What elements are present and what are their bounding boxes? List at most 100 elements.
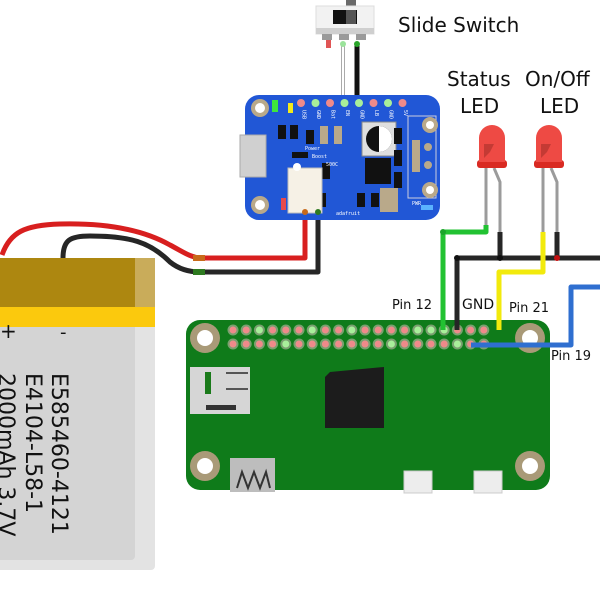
pi-gpio-header	[227, 324, 490, 350]
gpio-pin-pad	[321, 326, 329, 334]
gpio-pin-pad	[242, 326, 250, 334]
gpio-pin-pad	[401, 326, 409, 334]
boost-led-chrg	[288, 103, 293, 113]
battery-top	[0, 258, 135, 308]
boost-led-low	[281, 198, 286, 210]
gpio-pin-pad	[229, 340, 237, 348]
boost-label-model: 500C	[326, 162, 338, 168]
gpio-pin-pad	[321, 340, 329, 348]
battery-label-line3: 2000mAh 3.7V	[0, 373, 18, 536]
status-led-leg-cathode	[492, 167, 502, 232]
battery-band	[0, 307, 155, 327]
boost-header-pin	[398, 99, 407, 107]
wire-blue-pin19	[471, 284, 600, 348]
switch-knob	[346, 10, 356, 24]
boost-pin-label: USB	[301, 110, 307, 119]
switch-leg-1	[326, 40, 331, 48]
wire-battery-red	[0, 210, 308, 261]
boost-pwr-label: PWR	[412, 201, 422, 207]
pi-soc-chip	[325, 367, 384, 428]
slide-switch[interactable]	[315, 0, 375, 48]
switch-pin-2	[339, 34, 349, 40]
battery-label-line2: E4104-L58-1	[20, 373, 45, 513]
switch-base	[316, 28, 374, 34]
onoff-led: On/Off LED	[525, 67, 591, 232]
gpio-pin-pad	[229, 326, 237, 334]
gpio-pin-pad	[348, 340, 356, 348]
boost-header-pin	[384, 99, 392, 107]
onoff-led-label-line1: On/Off	[525, 67, 591, 91]
gpio-pin-pad	[361, 326, 369, 334]
wire-battery-black	[60, 210, 321, 275]
status-led-label-line2: LED	[460, 94, 499, 118]
gpio-pin-pad	[467, 326, 475, 334]
gpio-pin-pad	[242, 340, 250, 348]
boost-brand: adafruit	[336, 211, 360, 217]
status-led: Status LED	[447, 67, 511, 232]
boost-pin-label: GND	[359, 110, 365, 119]
gpio-pin-pad	[401, 340, 409, 348]
boost-pin-label: Bat	[330, 110, 336, 119]
boost-header-pin	[369, 99, 378, 107]
switch-pin-3	[356, 34, 366, 40]
gpio-pin-pad	[269, 326, 277, 334]
gpio-pin-pad	[374, 326, 382, 334]
battery-minus: -	[60, 322, 67, 343]
gpio-pin-pad	[255, 340, 263, 348]
gpio-pin-pad	[295, 326, 303, 334]
battery-plus: +	[0, 319, 17, 343]
gpio-pin-pad	[387, 340, 395, 348]
label-pin21: Pin 21	[509, 301, 549, 316]
switch-pin-dot	[340, 41, 346, 47]
gpio-pin-pad	[427, 326, 435, 334]
battery-body	[0, 258, 135, 560]
boost-header-pins: USB GND Bat EN GND LB GND 5V	[297, 99, 408, 119]
boost-pin-label: EN	[344, 110, 350, 116]
boost-usb-port	[239, 134, 267, 178]
gpio-pin-pad	[427, 340, 435, 348]
gpio-pin-pad	[282, 326, 290, 334]
pi-micro-usb-power	[473, 470, 503, 494]
battery-label-line1: E585460-4121	[46, 373, 71, 535]
onoff-led-leg-cathode	[549, 167, 559, 232]
boost-pin-label: GND	[388, 110, 394, 119]
label-pin12: Pin 12	[392, 298, 432, 313]
onoff-led-lens	[536, 125, 562, 162]
boost-pin-label: 5V	[402, 110, 408, 116]
pi-micro-usb-data	[403, 470, 433, 494]
boost-pin-label: GND	[315, 110, 321, 119]
gpio-pin-pad	[335, 326, 343, 334]
boost-jst-connector	[287, 167, 323, 214]
status-led-lens	[479, 125, 505, 162]
boost-led-green	[272, 100, 278, 112]
status-led-label-line1: Status	[447, 67, 511, 91]
lipo-battery: + - E585460-4121 E4104-L58-1 2000mAh 3.7…	[0, 258, 155, 570]
boost-header-pin	[326, 99, 334, 107]
gpio-pin-pad	[374, 340, 382, 348]
gpio-pin-pad	[414, 326, 422, 334]
gpio-pin-pad	[308, 326, 316, 334]
boost-header-pin	[297, 99, 305, 107]
gpio-pin-pad	[348, 326, 356, 334]
wire-yellow-pin21	[496, 232, 546, 330]
boost-ic	[365, 158, 391, 184]
gpio-pin-pad	[282, 340, 290, 348]
switch-pin-dot	[354, 41, 360, 47]
gpio-pin-pad	[414, 340, 422, 348]
boost-header-pin	[355, 99, 363, 107]
slide-switch-label: Slide Switch	[398, 13, 519, 37]
label-gnd: GND	[462, 297, 494, 313]
boost-pin-label: LB	[373, 110, 379, 116]
gpio-pin-pad	[335, 340, 343, 348]
switch-pin-1	[322, 34, 332, 40]
gpio-pin-pad	[440, 340, 448, 348]
gpio-pin-pad	[295, 340, 303, 348]
wire-green-pin12	[440, 225, 489, 330]
gpio-pin-pad	[387, 326, 395, 334]
gpio-pin-pad	[480, 326, 488, 334]
boost-header-pin	[340, 99, 349, 107]
wire-red-connector	[193, 255, 205, 261]
boost-label-power: Power	[305, 146, 320, 152]
boost-header-pin	[311, 99, 320, 107]
